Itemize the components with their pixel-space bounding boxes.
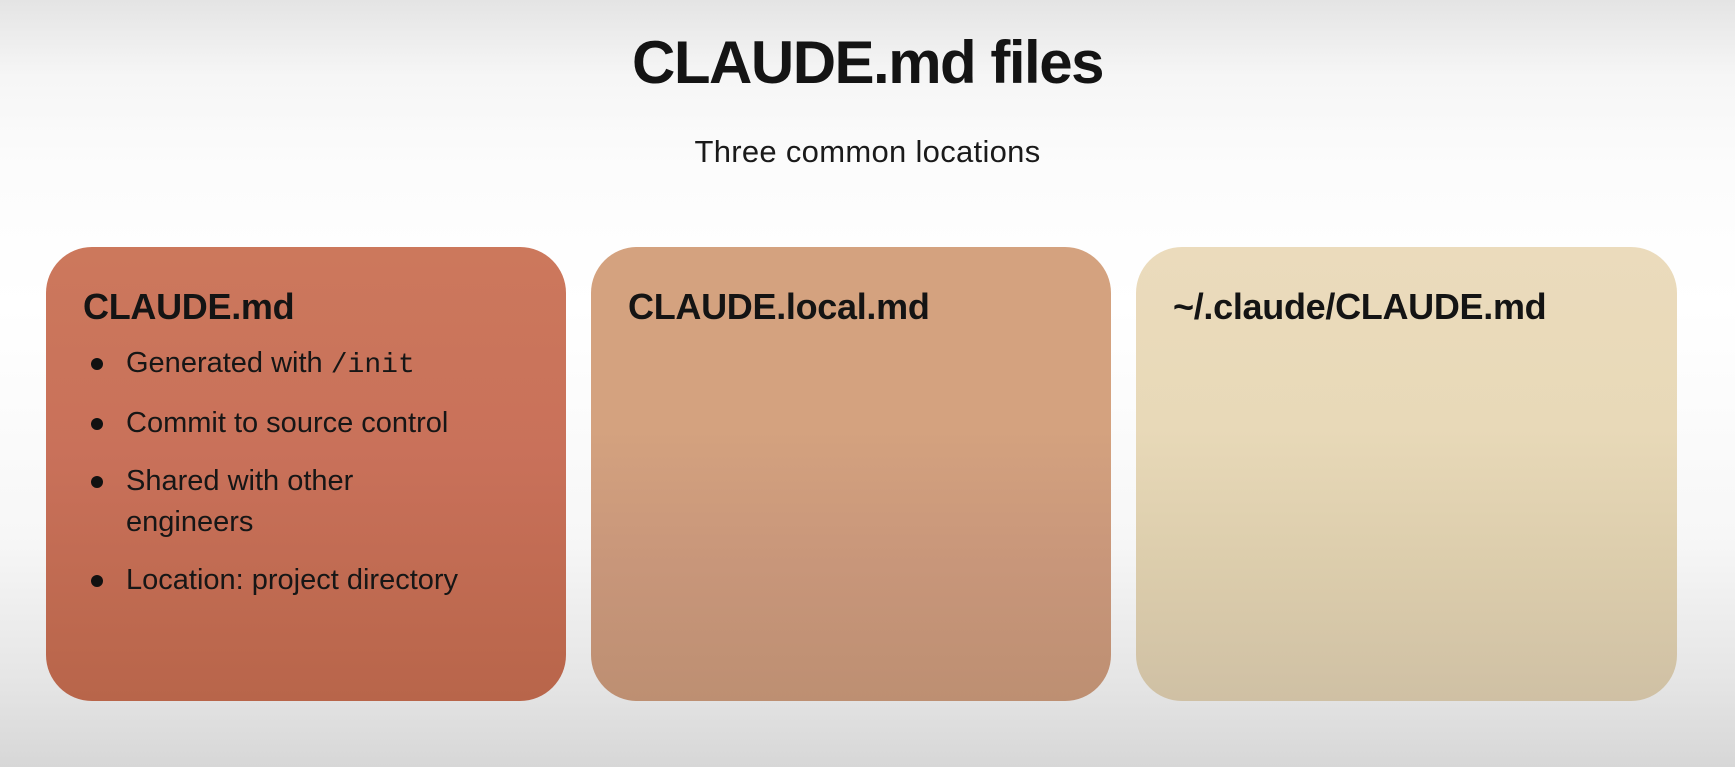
bullet-text: Commit to source control — [126, 407, 449, 439]
bullet-item: Location: project directory — [83, 560, 530, 601]
bullet-item: Shared with other engineers — [83, 461, 456, 543]
bullet-item: Generated with /init — [83, 343, 530, 386]
bullet-dot-icon — [91, 575, 103, 587]
bullet-text: Shared with other engineers — [126, 465, 354, 538]
bullet-dot-icon — [91, 358, 103, 370]
bullet-item: Commit to source control — [83, 403, 530, 444]
card-local-claude-md: CLAUDE.local.md — [591, 247, 1111, 701]
bullet-dot-icon — [91, 418, 103, 430]
bullet-list: Generated with /init Commit to source co… — [83, 343, 530, 601]
card-project-claude-md: CLAUDE.md Generated with /init Commit to… — [46, 247, 566, 701]
init-command-code: /init — [330, 350, 415, 381]
card-user-claude-md: ~/.claude/CLAUDE.md — [1136, 247, 1677, 701]
bullet-dot-icon — [91, 476, 103, 488]
card-title: CLAUDE.md — [83, 286, 295, 327]
bullet-text: Generated with — [126, 347, 331, 379]
card-title: CLAUDE.local.md — [628, 286, 930, 327]
slide-title: CLAUDE.md files — [632, 29, 1104, 96]
card-title: ~/.claude/CLAUDE.md — [1173, 286, 1547, 327]
slide-subtitle: Three common locations — [694, 134, 1041, 169]
bullet-text: Location: project directory — [126, 564, 459, 596]
